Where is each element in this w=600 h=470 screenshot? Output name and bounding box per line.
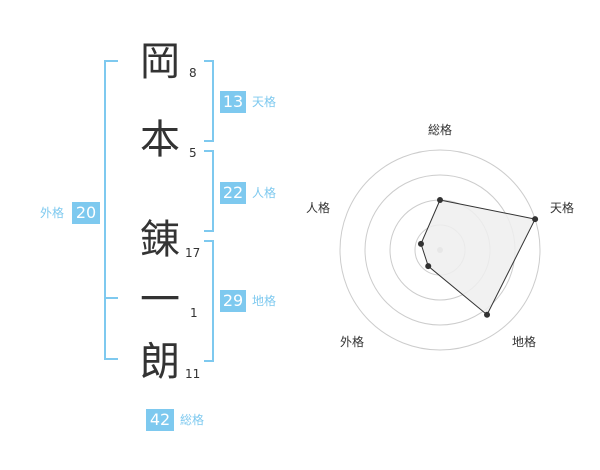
radar-axis-label-gaikaku: 外格: [340, 334, 364, 349]
name-char-4: 一: [140, 277, 180, 323]
jinkaku-value: 22: [220, 182, 246, 204]
gaikaku-value: 20: [72, 202, 100, 224]
radar-point-2: [484, 311, 491, 318]
radar-point-4: [417, 240, 424, 247]
stroke-count-4: 1: [190, 306, 198, 320]
chikaku-label: 地格: [252, 294, 277, 308]
name-char-5: 朗: [140, 339, 180, 385]
radar-axis-label-chikaku: 地格: [512, 334, 536, 349]
stroke-count-1: 8: [189, 66, 197, 80]
tenkaku-label: 天格: [252, 95, 277, 109]
chikaku-value: 29: [220, 290, 246, 312]
gaikaku-bracket: [104, 60, 118, 360]
radar-axis-label-tenkaku: 天格: [550, 200, 574, 215]
stroke-count-3: 17: [185, 246, 201, 260]
jinkaku-label: 人格: [252, 186, 277, 200]
radar-chart: 総格 天格 地格 外格 人格: [306, 122, 574, 351]
radar-axis-label-jinkaku: 人格: [306, 200, 330, 215]
soukaku-value: 42: [146, 409, 174, 431]
jinkaku-bracket: [204, 150, 214, 232]
gaikaku-label: 外格: [40, 206, 65, 220]
radar-points: [417, 197, 539, 318]
radar-point-3: [425, 263, 432, 270]
chikaku-bracket: [204, 240, 214, 362]
stroke-count-2: 5: [189, 146, 197, 160]
tenkaku-value: 13: [220, 91, 246, 113]
radar-ring: [339, 149, 541, 351]
radar-polygon: [420, 199, 536, 316]
radar-axis-label-soukaku: 総格: [428, 122, 452, 137]
soukaku-label: 総格: [180, 413, 205, 427]
stroke-count-5: 11: [185, 367, 201, 381]
name-char-3: 錬: [140, 217, 180, 263]
tenkaku-bracket: [204, 60, 214, 142]
name-char-1: 岡: [140, 39, 180, 85]
name-char-2: 本: [140, 117, 180, 163]
radar-point-0: [437, 197, 443, 203]
gaikaku-bracket-divider: [104, 297, 118, 299]
radar-point-1: [532, 216, 539, 223]
